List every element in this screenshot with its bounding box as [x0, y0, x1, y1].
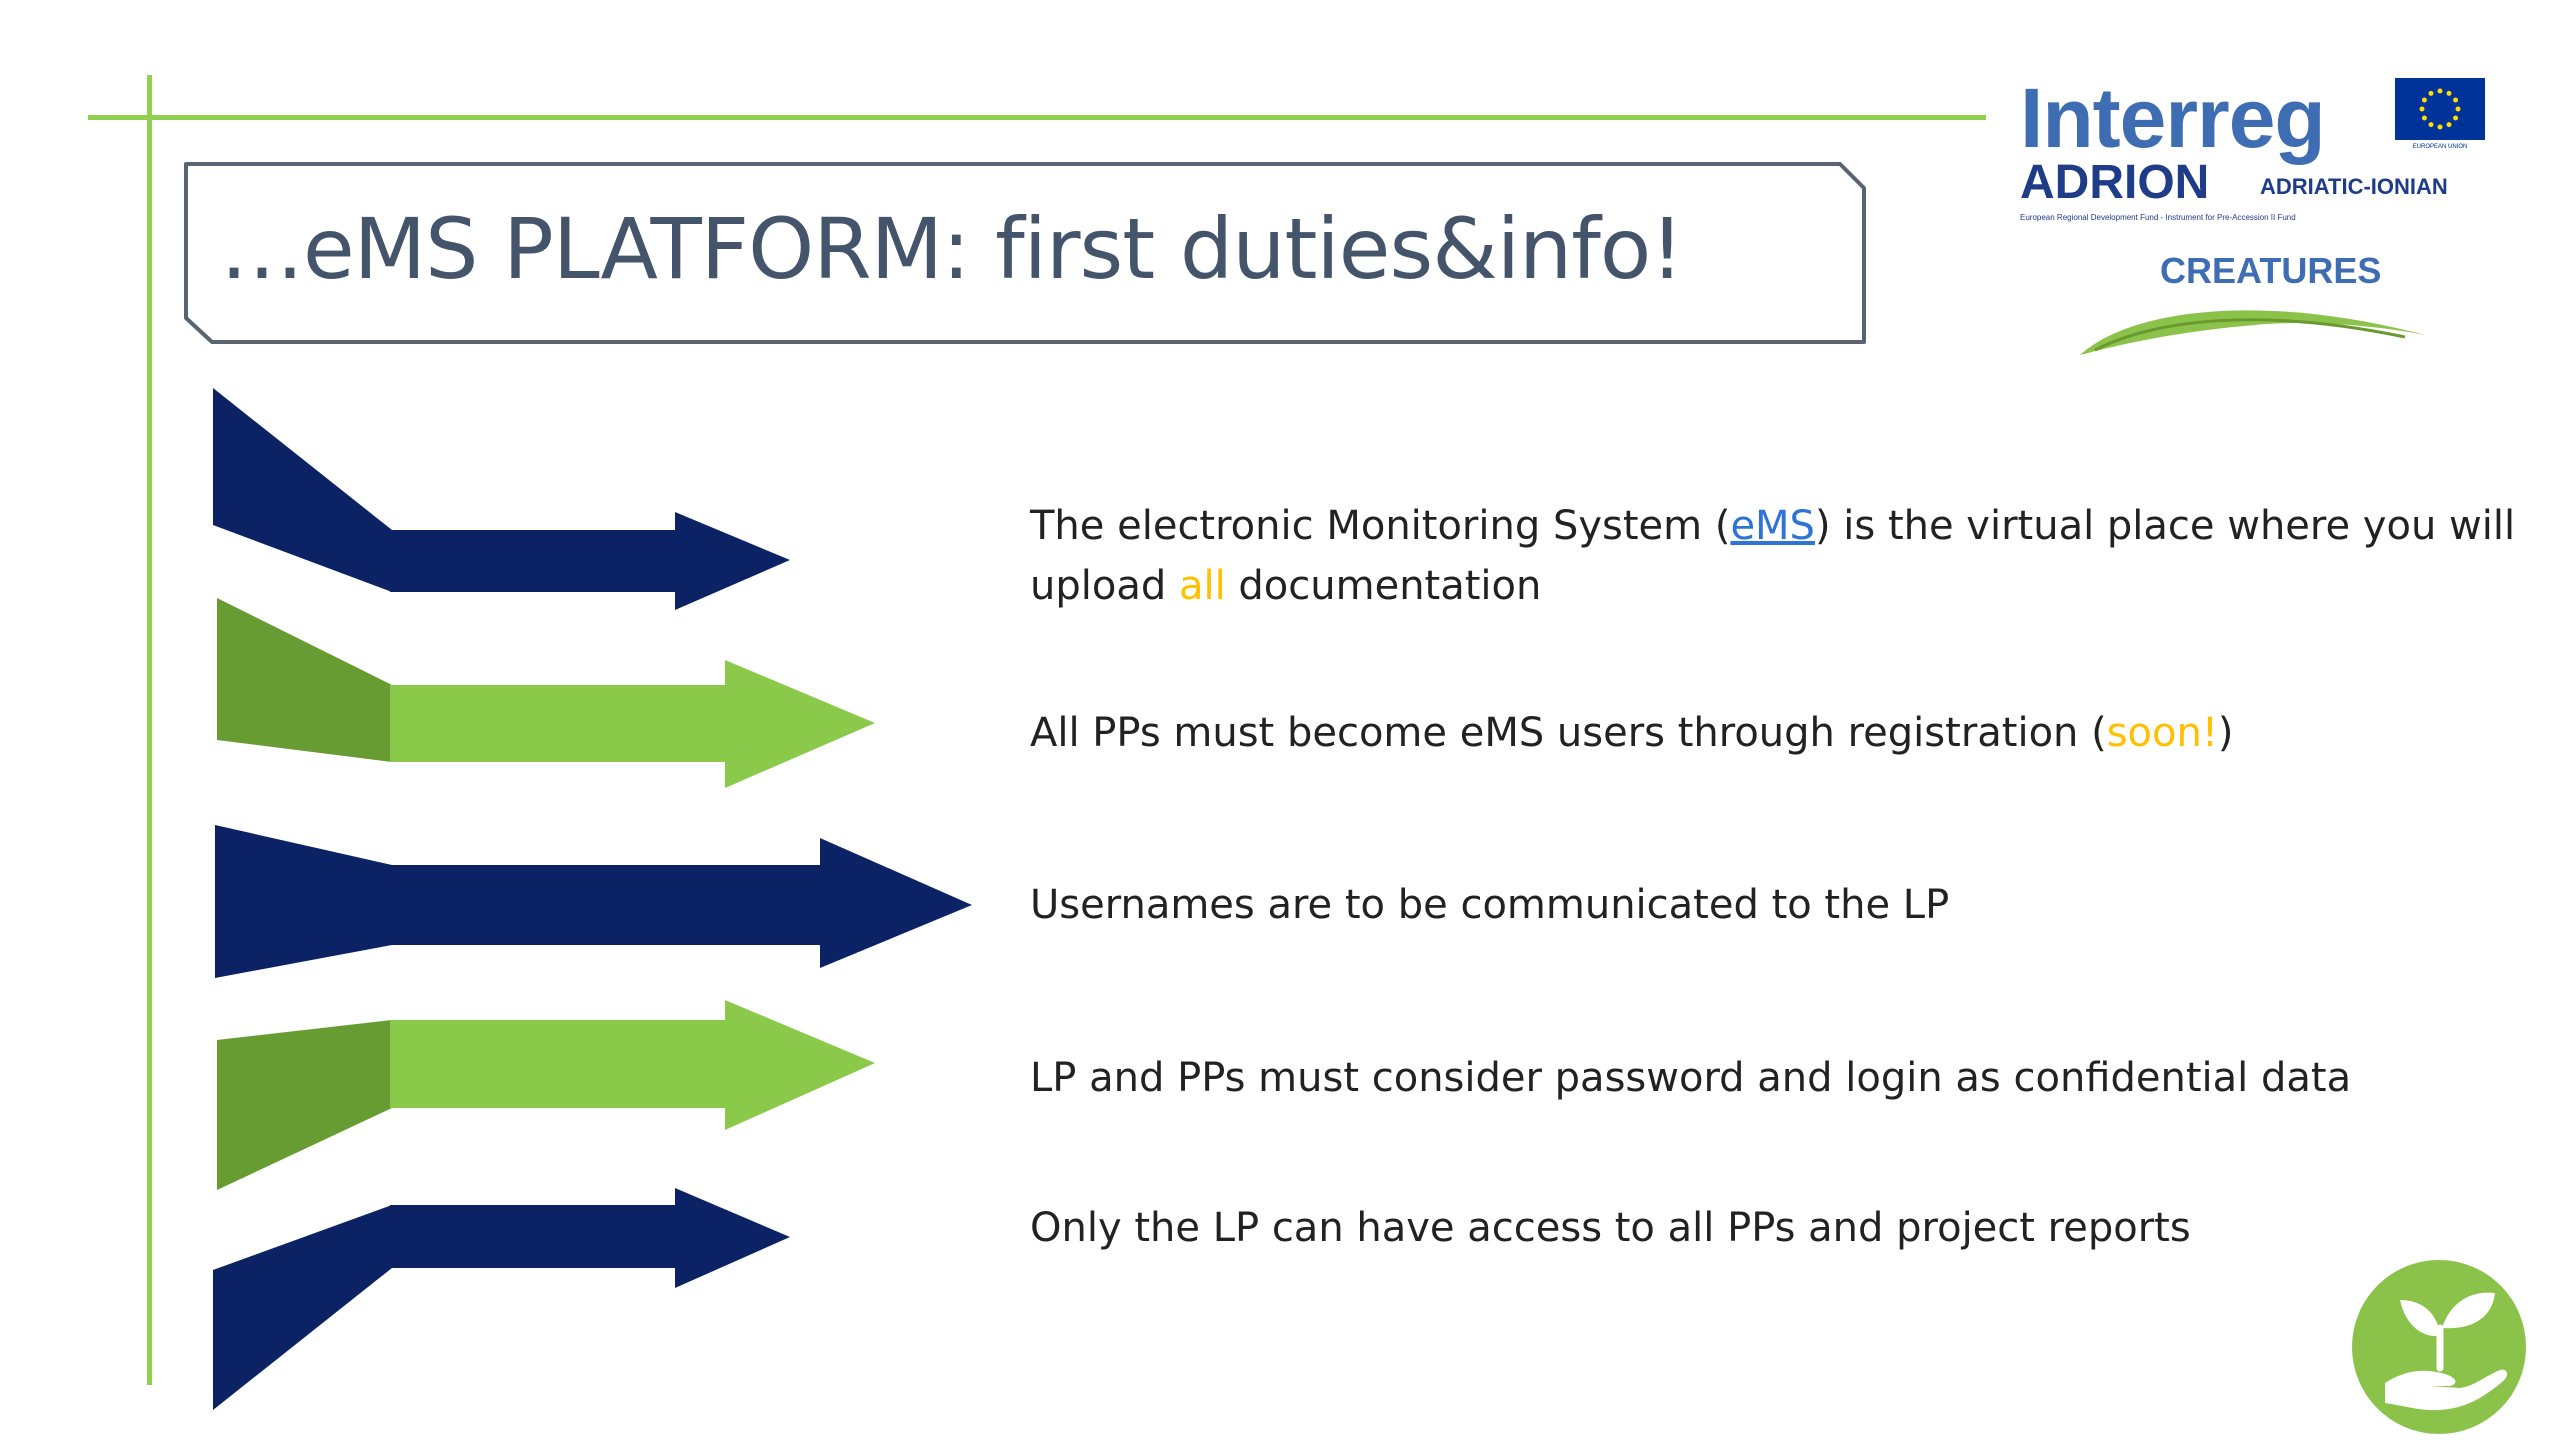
title-box: …eMS PLATFORM: first duties&info!: [182, 160, 1866, 344]
horizontal-accent-line: [88, 115, 1986, 120]
logo-adriatic-ionian-text: ADRIATIC-IONIAN: [2260, 174, 2448, 199]
arrow-graphics: [213, 388, 972, 1410]
arrow-1: [213, 388, 790, 610]
logo-fund-text: European Regional Development Fund - Ins…: [2020, 213, 2296, 222]
bullet-registration-text: All PPs must become eMS users through re…: [1030, 710, 2107, 756]
eu-flag-icon: [2395, 78, 2485, 140]
ems-link[interactable]: eMS: [1730, 503, 1815, 549]
highlight-all: all: [1178, 563, 1226, 609]
bullet-usernames: Usernames are to be communicated to the …: [1030, 882, 1950, 928]
bullet-ems-line2-cont: documentation: [1225, 563, 1542, 609]
logo-adrion-text: ADRION: [2020, 156, 2210, 209]
plant-in-hand-icon: [2352, 1260, 2526, 1434]
vertical-accent-line: [147, 75, 152, 1385]
slide-title: …eMS PLATFORM: first duties&info!: [220, 200, 1684, 298]
logo-european-union-text: EUROPEAN UNION: [2412, 144, 2468, 150]
bullet-access: Only the LP can have access to all PPs a…: [1030, 1205, 2191, 1251]
arrow-3: [215, 825, 972, 978]
logo-interreg-text: Interreg: [2020, 71, 2326, 165]
bullet-registration: All PPs must become eMS users through re…: [1030, 703, 2234, 763]
bullet-ems-text-cont: ) is the virtual place where you will: [1814, 503, 2516, 549]
highlight-soon: soon!: [2106, 710, 2218, 756]
bullet-registration-close: ): [2217, 710, 2234, 756]
arrow-5: [213, 1188, 790, 1410]
bullet-ems: The electronic Monitoring System (eMS) i…: [1030, 496, 2515, 616]
leaf-icon: [2080, 310, 2425, 355]
bullet-confidential: LP and PPs must consider password and lo…: [1030, 1055, 2352, 1101]
arrow-4: [217, 1000, 875, 1190]
interreg-adrion-logo: Interreg EUROPEAN UNION ADRION ADRIATIC-…: [2015, 70, 2490, 370]
bullet-ems-text: The electronic Monitoring System (: [1030, 503, 1731, 549]
bullet-ems-line2: upload: [1030, 563, 1179, 609]
arrow-2: [217, 598, 875, 788]
logo-creatures-text: CREATURES: [2160, 250, 2382, 291]
